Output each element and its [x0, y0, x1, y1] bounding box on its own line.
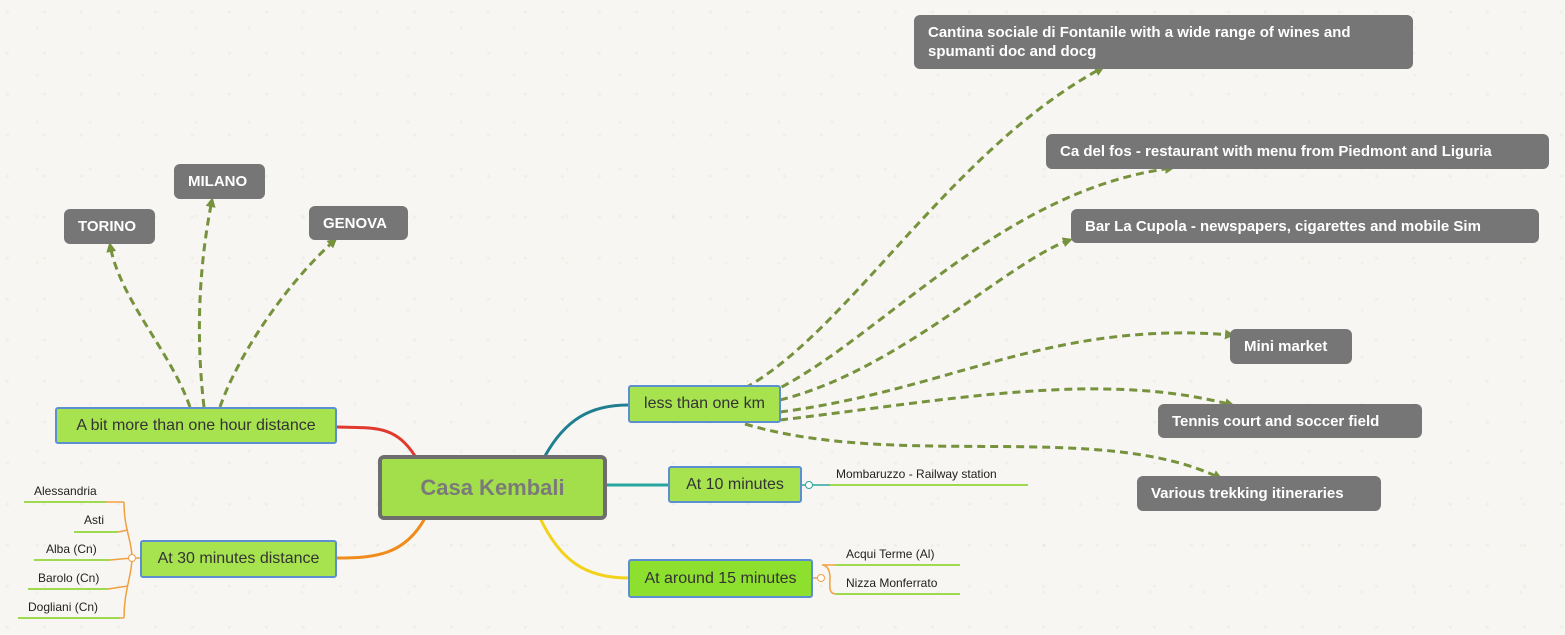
place-mini-market-label: Mini market	[1244, 338, 1328, 355]
leaf-nizza-monferrato[interactable]: Nizza Monferrato	[846, 576, 938, 590]
arrow-to-bar-la-cupola	[779, 237, 1073, 402]
place-tennis-soccer[interactable]: Tennis court and soccer field	[1158, 404, 1422, 438]
place-ca-del-fos-label: Ca del fos - restaurant with menu from P…	[1060, 143, 1492, 160]
topic-hour-distance-label: A bit more than one hour distance	[76, 416, 316, 434]
topic-less-than-one-km[interactable]: less than one km	[628, 385, 781, 423]
topic-thirty-minutes[interactable]: At 30 minutes distance	[140, 540, 337, 578]
place-bar-la-cupola[interactable]: Bar La Cupola - newspapers, cigarettes a…	[1071, 209, 1539, 243]
place-trekking[interactable]: Various trekking itineraries	[1137, 476, 1381, 511]
arrow-to-tennis	[779, 387, 1235, 422]
leaf-acqui-terme[interactable]: Acqui Terme (Al)	[846, 547, 935, 561]
topic-ten-minutes[interactable]: At 10 minutes	[668, 466, 802, 503]
city-genova[interactable]: GENOVA	[309, 206, 408, 240]
place-tennis-soccer-label: Tennis court and soccer field	[1172, 412, 1380, 430]
leaf-alessandria[interactable]: Alessandria	[34, 484, 97, 498]
collapse-toggle-thirty[interactable]	[128, 554, 136, 562]
topic-ten-minutes-label: At 10 minutes	[686, 475, 784, 493]
arrow-to-mini-market	[779, 329, 1235, 414]
leaf-dogliani[interactable]: Dogliani (Cn)	[28, 600, 99, 614]
city-genova-label: GENOVA	[323, 214, 387, 232]
arrow-to-milano	[197, 197, 216, 408]
arrow-to-cantina	[744, 66, 1105, 390]
collapse-toggle-fifteen[interactable]	[817, 574, 825, 582]
leaf-barolo[interactable]: Barolo (Cn)	[38, 571, 100, 585]
central-topic[interactable]: Casa Kembali	[378, 455, 607, 520]
city-milano-label: MILANO	[188, 173, 248, 190]
arrow-to-torino	[106, 242, 192, 408]
branch-line-lesskm	[543, 403, 629, 457]
city-torino[interactable]: TORINO	[64, 209, 155, 244]
collapse-toggle-tenmin[interactable]	[805, 481, 813, 489]
arrow-to-trekking	[744, 422, 1223, 480]
topic-hour-distance[interactable]: A bit more than one hour distance	[55, 407, 337, 444]
leaf-mombaruzzo[interactable]: Mombaruzzo - Railway station	[836, 467, 997, 481]
city-milano[interactable]: MILANO	[174, 164, 265, 199]
topic-fifteen-minutes[interactable]: At around 15 minutes	[628, 559, 813, 598]
city-torino-label: TORINO	[78, 218, 137, 235]
branch-line-hour	[336, 425, 417, 457]
branch-line-thirty	[336, 517, 427, 560]
place-bar-la-cupola-label: Bar La Cupola - newspapers, cigarettes a…	[1085, 217, 1481, 235]
topic-less-than-one-km-label: less than one km	[644, 395, 765, 412]
bracket-thirty-arms	[106, 501, 133, 619]
place-cantina-sociale-label: Cantina sociale di Fontanile with a wide…	[928, 24, 1351, 60]
branch-line-fifteenmin	[538, 517, 629, 580]
place-ca-del-fos[interactable]: Ca del fos - restaurant with menu from P…	[1046, 134, 1549, 169]
topic-thirty-minutes-label: At 30 minutes distance	[157, 550, 320, 567]
central-topic-label: Casa Kembali	[420, 474, 565, 500]
place-trekking-label: Various trekking itineraries	[1151, 485, 1344, 502]
arrow-to-ca-del-fos	[769, 163, 1175, 395]
topic-fifteen-minutes-label: At around 15 minutes	[644, 569, 797, 587]
leaf-alba[interactable]: Alba (Cn)	[46, 542, 97, 556]
place-mini-market[interactable]: Mini market	[1230, 329, 1352, 364]
arrow-to-genova	[218, 238, 338, 408]
place-cantina-sociale[interactable]: Cantina sociale di Fontanile with a wide…	[914, 15, 1413, 69]
leaf-asti[interactable]: Asti	[84, 513, 105, 527]
